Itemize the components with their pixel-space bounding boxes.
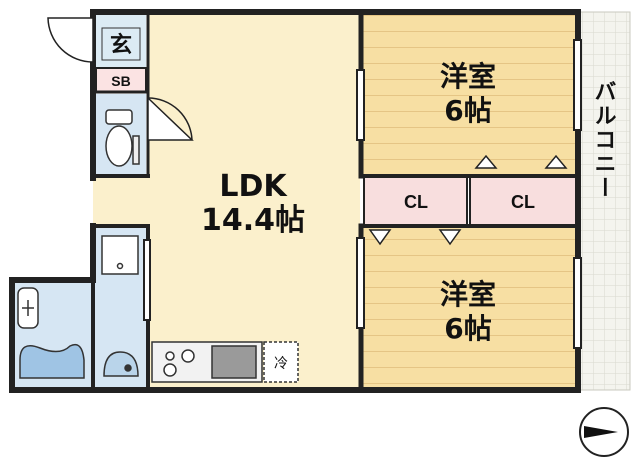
closet-door-markers xyxy=(368,154,568,246)
closet-left-label: CL xyxy=(404,192,428,212)
bathtub-icon xyxy=(17,287,85,379)
entrance-mat-icon xyxy=(101,27,141,61)
entrance-area xyxy=(96,14,146,68)
closet-right-label: CL xyxy=(511,192,535,212)
bedroom-north xyxy=(363,14,576,174)
walls xyxy=(9,9,581,393)
north-arrow-icon xyxy=(579,407,629,457)
bedroom-north-name-label: 洋室 xyxy=(440,60,496,93)
door-swings xyxy=(47,17,194,141)
sliding-doors xyxy=(143,39,582,349)
fridge-label: 冷 xyxy=(274,356,288,372)
washbasin-icon xyxy=(101,235,139,275)
kitchen-counter xyxy=(151,341,299,383)
bedroom-south-name-label: 洋室 xyxy=(440,278,496,311)
shoe-box-label: SB xyxy=(111,73,130,89)
toilet-icon xyxy=(105,109,140,167)
ldk-size-label: 14.4帖 xyxy=(201,203,305,238)
washing-machine-icon xyxy=(103,351,139,377)
stove-icon xyxy=(163,349,195,377)
bedroom-south xyxy=(363,226,576,388)
bedroom-south-size-label: 6帖 xyxy=(444,312,491,345)
ldk-room xyxy=(147,14,360,388)
bedroom-north-size-label: 6帖 xyxy=(444,94,491,127)
entrance-label: 玄 xyxy=(110,32,132,58)
balcony xyxy=(577,11,631,391)
balcony-label: バルコニー xyxy=(591,80,616,200)
hallway-floor xyxy=(93,178,148,226)
ldk-name-label: LDK xyxy=(219,169,288,204)
